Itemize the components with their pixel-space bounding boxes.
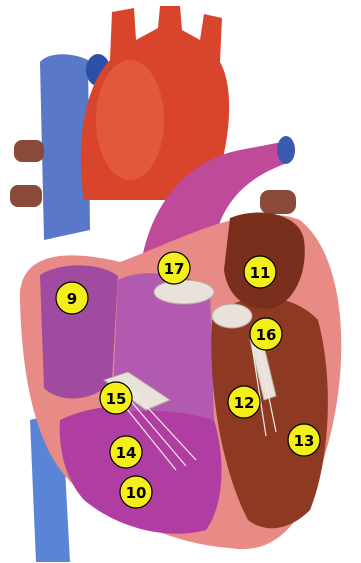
label-marker-12: 12	[228, 386, 260, 418]
label-marker-17: 17	[158, 252, 190, 284]
svg-text:9: 9	[67, 290, 77, 308]
label-marker-16: 16	[250, 318, 282, 350]
svg-text:10: 10	[126, 484, 147, 502]
right-ventricle	[60, 405, 222, 534]
label-marker-11: 11	[244, 256, 276, 288]
label-marker-10: 10	[120, 476, 152, 508]
label-marker-13: 13	[288, 424, 320, 456]
svg-text:17: 17	[164, 260, 185, 278]
svg-text:14: 14	[116, 444, 137, 462]
label-marker-15: 15	[100, 382, 132, 414]
svg-text:13: 13	[294, 432, 315, 450]
label-marker-14: 14	[110, 436, 142, 468]
label-marker-9: 9	[56, 282, 88, 314]
svg-text:12: 12	[234, 394, 255, 412]
svg-text:15: 15	[106, 390, 127, 408]
pulmonary-artery-opening	[277, 136, 295, 164]
svg-text:16: 16	[256, 326, 277, 344]
svg-text:11: 11	[250, 264, 271, 282]
